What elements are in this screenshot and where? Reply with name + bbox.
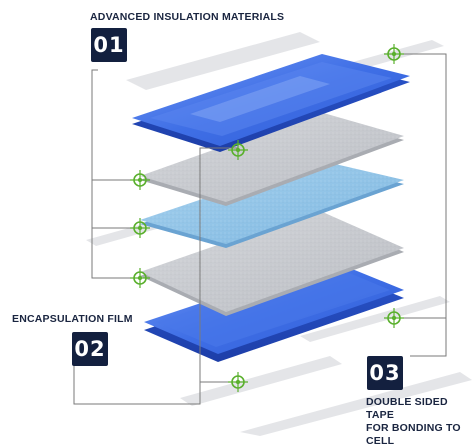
crosshair-target-icon — [384, 44, 404, 64]
light-blue-sheet — [140, 160, 404, 248]
crosshair-markers — [130, 44, 404, 392]
crosshair-target-icon — [130, 218, 150, 238]
background-strips — [86, 32, 472, 436]
badge-01: 01 — [91, 28, 127, 62]
gray-sheet-lower — [140, 210, 404, 316]
badge-02: 02 — [72, 332, 108, 366]
label-advanced-insulation-materials: ADVANCED INSULATION MATERIALS — [90, 11, 285, 23]
bottom-blue-tray — [144, 260, 404, 362]
crosshair-target-icon — [130, 268, 150, 288]
crosshair-target-icon — [384, 308, 404, 328]
crosshair-target-icon — [228, 372, 248, 392]
label-double-sided-tape-line2: FOR BONDING TO CELL — [366, 422, 461, 447]
crosshair-target-icon — [228, 140, 248, 160]
label-double-sided-tape: DOUBLE SIDED TAPE FOR BONDING TO CELL — [366, 396, 475, 448]
badge-03: 03 — [367, 356, 403, 390]
top-blue-tray — [132, 54, 410, 152]
gray-sheet-upper — [140, 112, 404, 206]
label-encapsulation-film: ENCAPSULATION FILM — [12, 313, 133, 325]
layer-stack-diagram — [73, 32, 472, 436]
crosshair-target-icon — [130, 170, 150, 190]
label-double-sided-tape-line1: DOUBLE SIDED TAPE — [366, 396, 448, 421]
